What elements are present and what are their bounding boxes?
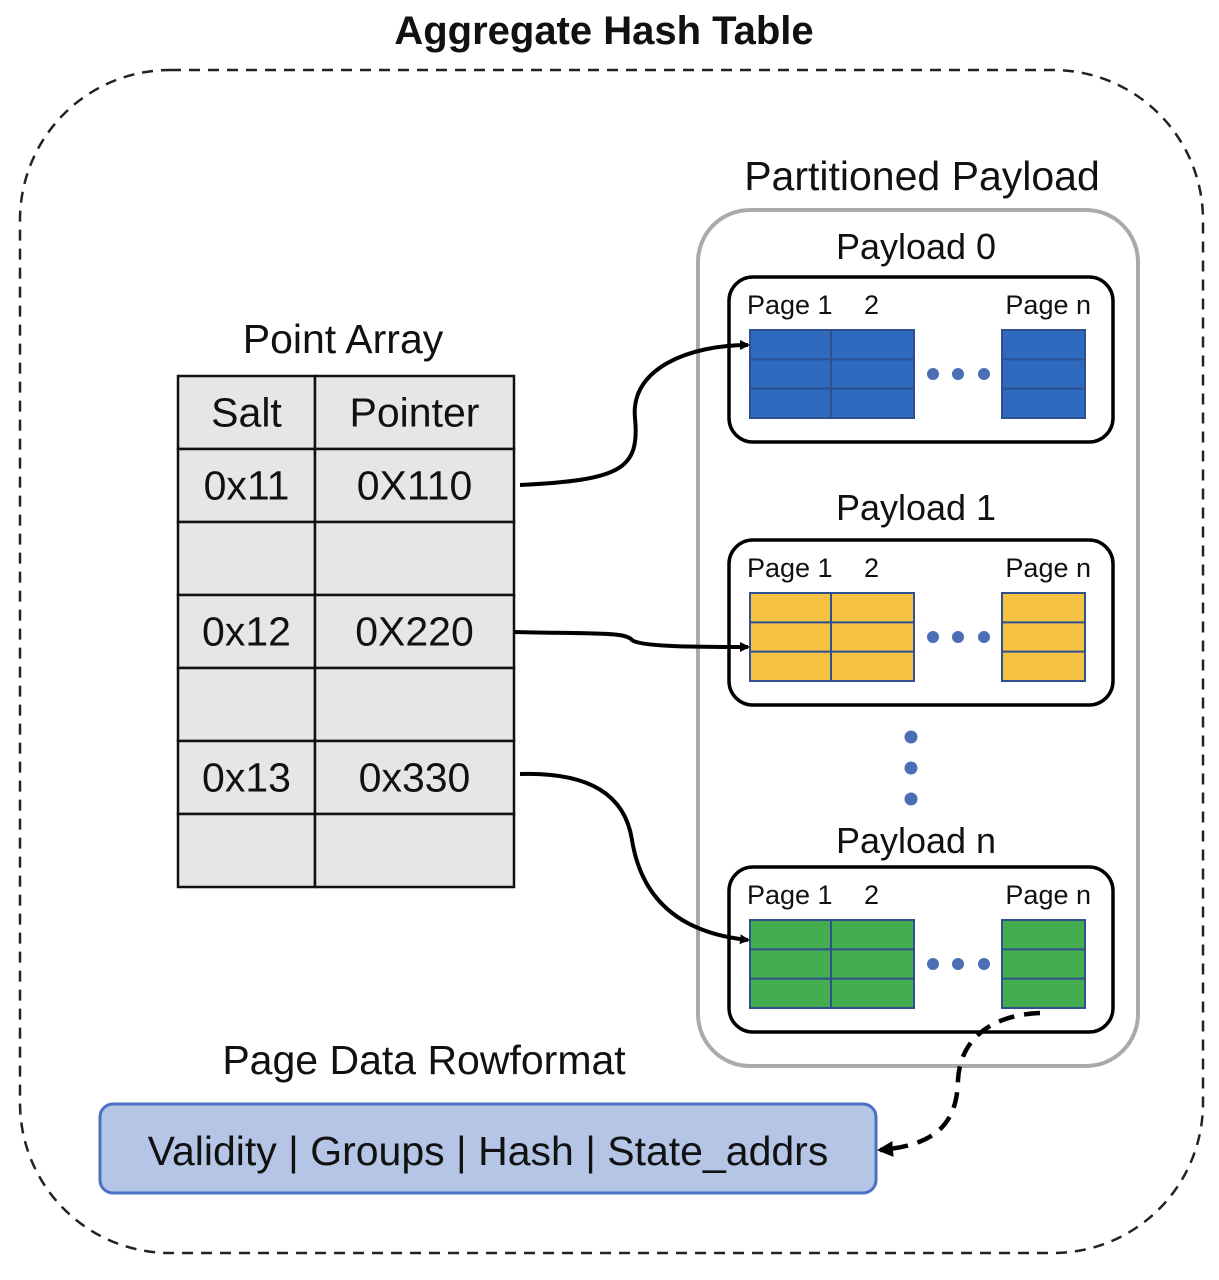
salt-value: 0x11: [204, 463, 290, 509]
diagram-title: Aggregate Hash Table: [394, 9, 813, 53]
page-ellipsis-dot: [927, 368, 939, 380]
page-last-label: Page n: [1005, 553, 1091, 583]
page-block: [830, 329, 915, 419]
rowformat-dashed-arrow: [877, 1010, 1041, 1157]
table-row: [176, 666, 516, 743]
pointer-cell: [313, 447, 516, 524]
salt-cell: [176, 374, 317, 451]
ellipsis-dot: [904, 730, 918, 744]
page-ellipsis-dot: [927, 631, 939, 643]
salt-cell: [176, 666, 317, 743]
page-block: [1001, 592, 1086, 682]
page-rect: [830, 919, 915, 1009]
table-header-row: Salt Pointer: [176, 374, 516, 451]
page-first-label: Page 1: [747, 290, 833, 320]
payload-label: Payload 1: [836, 487, 996, 528]
rowformat-fields: Validity | Groups | Hash | State_addrs: [148, 1128, 829, 1174]
salt-cell: [176, 520, 317, 597]
table-row: 0x11 0X110: [176, 447, 516, 524]
salt-header: Salt: [211, 390, 282, 436]
page-block: [1001, 919, 1086, 1009]
page-ellipsis-dot: [952, 958, 964, 970]
pointer-cell: [313, 374, 516, 451]
page-block: [749, 592, 832, 682]
salt-value: 0x12: [202, 609, 291, 655]
page-ellipsis-dot: [978, 958, 990, 970]
page-first-label: Page 1: [747, 553, 833, 583]
page-ellipsis-dot: [978, 631, 990, 643]
pointer-header: Pointer: [350, 390, 480, 436]
rowformat-box: [98, 1102, 878, 1195]
pointer-cell: [313, 666, 516, 743]
page-second-label: 2: [864, 880, 879, 910]
page-block: [749, 919, 832, 1009]
page-rect: [749, 592, 832, 682]
rowformat-label: Page Data Rowformat: [222, 1037, 626, 1083]
page-second-label: 2: [864, 553, 879, 583]
pointer-cell: [313, 812, 516, 889]
page-ellipsis-dot: [952, 631, 964, 643]
pointer-arrow-0x330: [519, 771, 750, 945]
page-rect: [830, 592, 915, 682]
page-block: [749, 329, 832, 419]
salt-cell: [176, 812, 317, 889]
pointer-cell: [313, 520, 516, 597]
page-last-label: Page n: [1005, 290, 1091, 320]
table-row: 0x12 0X220: [176, 593, 516, 670]
page-ellipsis-dot: [927, 958, 939, 970]
pointer-cell: [313, 593, 516, 670]
page-block: [830, 592, 915, 682]
page-rect: [749, 329, 832, 419]
page-rect: [1001, 592, 1086, 682]
page-rect: [1001, 919, 1086, 1009]
salt-value: 0x13: [202, 755, 291, 801]
partitioned-payload-container: [696, 208, 1140, 1068]
table-row: [176, 812, 516, 889]
pointer-cell: [313, 739, 516, 816]
page-rect: [1001, 329, 1086, 419]
page-first-label: Page 1: [747, 880, 833, 910]
point-array-table: Salt Pointer 0x11 0X110 0x12 0X220 0x13 0x330: [176, 374, 516, 889]
page-rect: [749, 919, 832, 1009]
page-rect: [830, 329, 915, 419]
page-ellipsis-dot: [952, 368, 964, 380]
table-row: [176, 520, 516, 597]
pointer-arrow-0x110: [519, 340, 750, 487]
partitioned-payload-label: Partitioned Payload: [744, 153, 1100, 199]
page-block: [1001, 329, 1086, 419]
table-row: 0x13 0x330: [176, 739, 516, 816]
page-second-label: 2: [864, 290, 879, 320]
payload-label: Payload n: [836, 820, 996, 861]
aggregate-hash-table-outline: [18, 68, 1205, 1255]
pointer-value: 0X220: [355, 609, 474, 655]
ellipsis-dot: [904, 792, 918, 806]
pointer-value: 0x330: [359, 755, 471, 801]
pointer-value: 0X110: [357, 463, 473, 509]
page-ellipsis-dot: [978, 368, 990, 380]
payload-ellipsis: [904, 730, 918, 806]
ellipsis-dot: [904, 761, 918, 775]
point-array-label: Point Array: [243, 316, 444, 362]
payload-label: Payload 0: [836, 226, 996, 267]
pointer-arrow-0x220: [513, 630, 750, 652]
page-block: [830, 919, 915, 1009]
page-last-label: Page n: [1005, 880, 1091, 910]
